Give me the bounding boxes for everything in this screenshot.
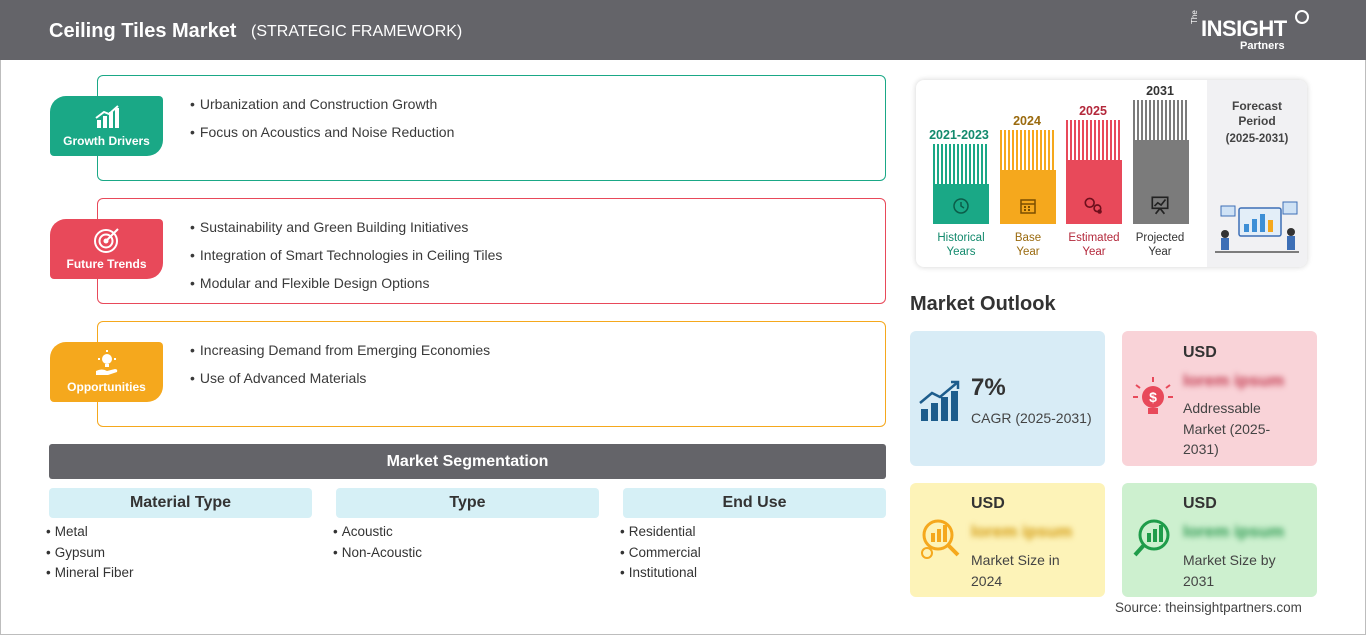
addressable-usd: USD bbox=[1183, 344, 1217, 361]
growth-drivers-label: Growth Drivers bbox=[63, 134, 150, 148]
cagr-card: 7% CAGR (2025-2031) bbox=[910, 331, 1105, 466]
list-item: Sustainability and Green Building Initia… bbox=[190, 219, 502, 247]
future-trends-panel: Sustainability and Green Building Initia… bbox=[97, 198, 886, 304]
segment-header: End Use bbox=[623, 488, 886, 518]
opportunities-list: Increasing Demand from Emerging Economie… bbox=[190, 342, 490, 398]
calendar-icon bbox=[1020, 199, 1036, 214]
timeline-bar-base bbox=[1000, 130, 1056, 224]
timeline-caption-base: Base Year bbox=[1014, 232, 1042, 258]
timeline-year-historical: 2021-2023 bbox=[929, 128, 989, 142]
list-item: Modular and Flexible Design Options bbox=[190, 275, 502, 303]
cagr-value: 7% bbox=[971, 374, 1006, 401]
list-item: Mineral Fiber bbox=[46, 565, 312, 586]
growth-drivers-tag: Growth Drivers bbox=[50, 96, 163, 156]
growth-drivers-panel: Urbanization and Construction Growth Foc… bbox=[97, 75, 886, 181]
segment-end-use: End Use Residential Commercial Instituti… bbox=[623, 488, 886, 586]
future-trends-tag: Future Trends bbox=[50, 219, 163, 279]
size-2024-usd: USD bbox=[971, 495, 1005, 512]
cagr-label: CAGR (2025-2031) bbox=[971, 410, 1092, 426]
list-item: Urbanization and Construction Growth bbox=[190, 96, 454, 124]
size-2024-label: Market Size in 2024 bbox=[971, 552, 1060, 589]
timeline-card: 2021-2023 Historical Years 2024 Base Yea… bbox=[916, 80, 1307, 267]
target-icon bbox=[94, 228, 119, 253]
future-trends-label: Future Trends bbox=[66, 257, 147, 271]
market-segmentation-bar: Market Segmentation bbox=[49, 444, 886, 479]
timeline-year-estimated: 2025 bbox=[1079, 104, 1107, 118]
insight-partners-logo[interactable]: The INSIGHT Partners bbox=[1190, 10, 1310, 54]
source-text[interactable]: Source: theinsightpartners.com bbox=[1115, 600, 1302, 615]
market-outlook-title: Market Outlook bbox=[910, 293, 1056, 315]
segment-header: Type bbox=[336, 488, 599, 518]
presentation-icon bbox=[1151, 196, 1169, 215]
list-item: Non-Acoustic bbox=[333, 545, 599, 566]
forecast-period-box: Forecast Period (2025-2031) bbox=[1207, 80, 1307, 267]
list-item: Metal bbox=[46, 524, 312, 545]
size-2031-value-blurred: lorem ipsum bbox=[1183, 522, 1285, 541]
magnifier-chart-icon bbox=[1133, 519, 1170, 557]
segment-list: Residential Commercial Institutional bbox=[620, 524, 886, 586]
timeline-year-base: 2024 bbox=[1013, 114, 1041, 128]
future-trends-list: Sustainability and Green Building Initia… bbox=[190, 219, 502, 303]
list-item: Gypsum bbox=[46, 545, 312, 566]
addressable-value-blurred: lorem ipsum bbox=[1183, 371, 1285, 390]
magnifier-chart-icon bbox=[921, 519, 960, 559]
timeline-bar-projected bbox=[1133, 100, 1189, 224]
timeline-caption-estimated: Estimated Year bbox=[1068, 232, 1120, 258]
list-item: Institutional bbox=[620, 565, 886, 586]
segment-header: Material Type bbox=[49, 488, 312, 518]
list-item: Integration of Smart Technologies in Cei… bbox=[190, 247, 502, 275]
timeline-bar-historical bbox=[933, 144, 989, 224]
logo-bulb-icon bbox=[1295, 10, 1309, 24]
page-title: Ceiling Tiles Market bbox=[49, 20, 237, 42]
list-item: Focus on Acoustics and Noise Reduction bbox=[190, 124, 454, 152]
growth-drivers-list: Urbanization and Construction Growth Foc… bbox=[190, 96, 454, 152]
list-item: Commercial bbox=[620, 545, 886, 566]
timeline-bar-estimated bbox=[1066, 120, 1122, 224]
growth-chart-icon bbox=[919, 380, 960, 421]
opportunities-tag: Opportunities bbox=[50, 342, 163, 402]
lightbulb-hand-icon bbox=[96, 350, 118, 375]
market-size-2024-card: USD lorem ipsum Market Size in 2024 bbox=[910, 483, 1105, 597]
list-item: Increasing Demand from Emerging Economie… bbox=[190, 342, 490, 370]
size-2024-value-blurred: lorem ipsum bbox=[971, 522, 1073, 541]
dollar-bulb-icon: $ bbox=[1133, 377, 1173, 414]
forecast-period-label: Forecast Period bbox=[1231, 99, 1283, 128]
forecast-period-range: (2025-2031) bbox=[1225, 133, 1289, 145]
segment-list: Metal Gypsum Mineral Fiber bbox=[46, 524, 312, 586]
timeline-year-projected: 2031 bbox=[1146, 84, 1174, 98]
header-bar: Ceiling Tiles Market (STRATEGIC FRAMEWOR… bbox=[0, 0, 1366, 60]
market-size-2031-card: USD lorem ipsum Market Size by 2031 bbox=[1122, 483, 1317, 597]
growth-chart-icon bbox=[95, 105, 119, 128]
opportunities-panel: Increasing Demand from Emerging Economie… bbox=[97, 321, 886, 427]
addressable-label: Addressable Market (2025-2031) bbox=[1183, 400, 1271, 457]
segment-list: Acoustic Non-Acoustic bbox=[333, 524, 599, 565]
gears-icon bbox=[1084, 197, 1102, 214]
logo-insight: INSIGHT bbox=[1201, 16, 1287, 41]
logo-partners: Partners bbox=[1240, 40, 1285, 52]
size-2031-label: Market Size by 2031 bbox=[1183, 552, 1276, 589]
size-2031-usd: USD bbox=[1183, 495, 1217, 512]
svg-text:$: $ bbox=[1149, 389, 1157, 405]
page-subtitle: (STRATEGIC FRAMEWORK) bbox=[251, 23, 463, 40]
timeline-caption-historical: Historical Years bbox=[937, 232, 985, 258]
list-item: Residential bbox=[620, 524, 886, 545]
segment-material-type: Material Type Metal Gypsum Mineral Fiber bbox=[49, 488, 312, 586]
list-item: Use of Advanced Materials bbox=[190, 370, 490, 398]
timeline-caption-projected: Projected Year bbox=[1135, 232, 1185, 258]
segment-type: Type Acoustic Non-Acoustic bbox=[336, 488, 599, 565]
opportunities-label: Opportunities bbox=[67, 380, 146, 394]
history-clock-icon bbox=[953, 198, 969, 214]
logo-the: The bbox=[1190, 10, 1199, 24]
addressable-market-card: $ USD lorem ipsum Addressable Market (20… bbox=[1122, 331, 1317, 466]
list-item: Acoustic bbox=[333, 524, 599, 545]
analytics-illustration-icon bbox=[1215, 201, 1299, 253]
